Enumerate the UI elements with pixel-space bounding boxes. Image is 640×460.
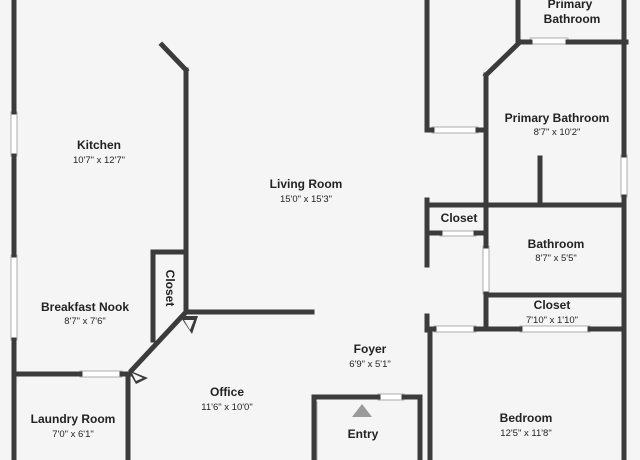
opening-closet	[439, 230, 477, 237]
window-primary-bath-top	[529, 37, 569, 45]
primary-bathroom-dims: 8'7" x 10'2"	[534, 127, 581, 138]
bathroom-dims: 8'7" x 5'5"	[535, 253, 577, 264]
foyer-name: Foyer	[354, 342, 387, 356]
closet-small-name: Closet	[441, 211, 478, 225]
office-dims: 11'6" x 10'0"	[201, 402, 252, 413]
opening-bedroom-door	[433, 325, 477, 333]
primary-bath-top-name-line1: Primary	[548, 0, 593, 11]
breakfast-nook-dims: 8'7" x 7'6"	[64, 316, 106, 327]
living-room-dims: 15'0" x 15'3"	[280, 194, 332, 205]
closet-right-dims: 7'10" x 1'10"	[526, 315, 578, 326]
window-primary-bathroom	[620, 154, 628, 198]
window-breakfast-nook	[10, 254, 18, 341]
opening-bathroom-side	[482, 245, 490, 295]
primary-bathroom-name: Primary Bathroom	[505, 111, 610, 125]
window-laundry-opening	[79, 370, 123, 378]
corner-blocks	[128, 316, 198, 384]
closet-vertical-name: Closet	[163, 270, 177, 307]
closet-right-name: Closet	[534, 298, 571, 312]
living-room-name: Living Room	[270, 177, 343, 191]
windows	[10, 37, 628, 460]
laundry-room-dims: 7'0" x 6'1"	[52, 429, 94, 440]
office-name: Office	[210, 385, 244, 399]
window-kitchen	[10, 111, 18, 157]
walls	[11, 0, 629, 460]
primary-bath-top-name-line2: Bathroom	[544, 12, 601, 26]
bathroom-name: Bathroom	[528, 237, 585, 251]
foyer-dims: 6'9" x 5'1"	[349, 359, 391, 370]
laundry-room-name: Laundry Room	[31, 412, 116, 426]
bedroom-dims: 12'5" x 11'8"	[500, 428, 551, 439]
kitchen-name: Kitchen	[77, 138, 121, 152]
room-labels: Primary Bathroom Kitchen 10'7" x 12'7" L…	[31, 0, 610, 441]
opening-closet-right	[519, 325, 591, 333]
window-entry-top	[377, 393, 405, 401]
entry-name: Entry	[348, 427, 379, 441]
opening-bath-hall	[431, 126, 479, 134]
entry-arrow-icon	[352, 404, 372, 417]
bedroom-name: Bedroom	[500, 411, 553, 425]
breakfast-nook-name: Breakfast Nook	[41, 300, 129, 314]
kitchen-dims: 10'7" x 12'7"	[73, 155, 125, 166]
